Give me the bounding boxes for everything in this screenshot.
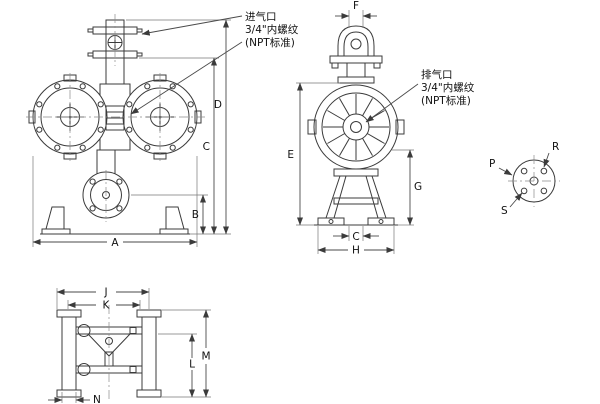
flange-leader-lines <box>498 152 550 208</box>
front-centerlines <box>26 14 206 222</box>
inlet-annotation: 进气口 3/4"内螺纹 (NPT标准) <box>130 10 299 115</box>
dim-label-j: J <box>103 287 107 299</box>
dim-label-a: A <box>111 237 119 249</box>
front-dimension-lines <box>32 19 230 246</box>
bottom-dimensions: J K M L N <box>48 287 211 404</box>
bottom-right-rail <box>136 309 162 398</box>
dim-label-c: C <box>203 141 210 153</box>
side-top-bracket <box>329 25 383 84</box>
outlet-label-line1: 排气口 <box>421 68 453 81</box>
dim-label-k: K <box>103 300 111 312</box>
side-housing <box>307 84 405 170</box>
dim-label-g: G <box>414 181 422 193</box>
side-base-stand <box>314 168 398 226</box>
front-feet <box>40 206 190 235</box>
dim-label-n: N <box>93 394 101 404</box>
dim-label-foot-c: C <box>352 231 359 243</box>
dim-label-d: D <box>214 99 222 111</box>
inlet-label-line2: 3/4"内螺纹 <box>245 23 299 36</box>
bottom-dimension-lines <box>48 288 210 404</box>
dim-label-s: S <box>501 205 508 217</box>
dim-label-e: E <box>287 149 294 161</box>
side-dimensions: E F G C H <box>287 0 422 257</box>
front-view <box>26 14 206 235</box>
flange-centerlines <box>508 155 560 207</box>
outlet-label-line3: (NPT标准) <box>421 95 471 107</box>
front-dimensions: A B C D <box>32 19 231 249</box>
inlet-label-line1: 进气口 <box>245 10 277 23</box>
side-view <box>307 25 405 226</box>
front-extension-lines <box>32 19 231 247</box>
dim-label-f: F <box>353 0 359 12</box>
dim-label-p: P <box>489 158 495 170</box>
flange-detail-view: R P S <box>489 141 560 217</box>
front-air-valve-muffler <box>105 105 125 131</box>
dim-label-m: M <box>201 351 210 363</box>
dim-label-l: L <box>189 359 195 371</box>
side-dimension-lines <box>296 12 414 254</box>
bottom-left-rail <box>56 309 82 398</box>
dim-label-b: B <box>192 209 199 221</box>
outlet-label-line2: 3/4"内螺纹 <box>421 81 475 94</box>
bottom-view <box>56 305 162 401</box>
dim-label-h: H <box>352 245 360 257</box>
inlet-leader-lines <box>130 15 243 115</box>
dim-label-r: R <box>552 141 559 153</box>
inlet-label-line3: (NPT标准) <box>245 37 295 49</box>
bottom-center-body <box>75 324 143 376</box>
outlet-annotation: 排气口 3/4"内螺纹 (NPT标准) <box>365 68 475 123</box>
outlet-leader-line <box>365 83 419 123</box>
